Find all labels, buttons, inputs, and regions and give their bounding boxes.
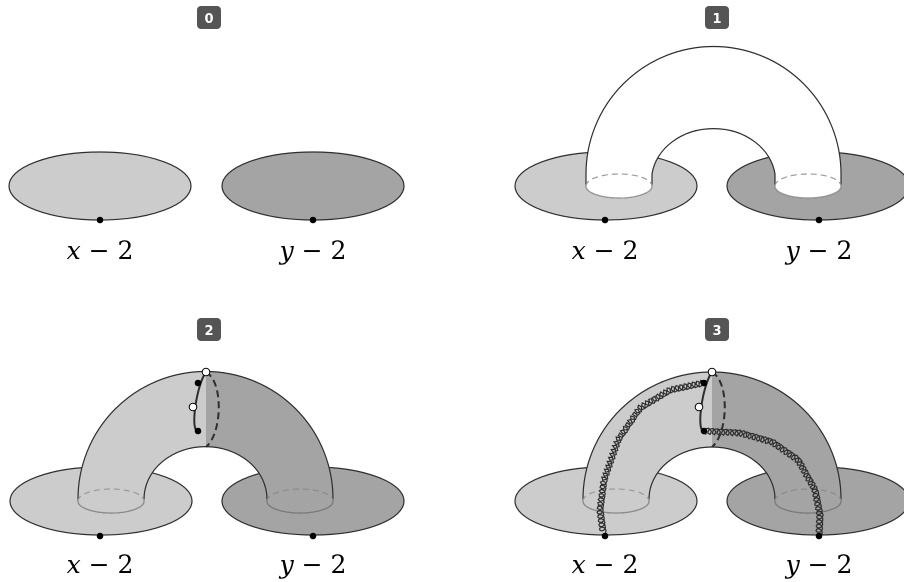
panel-0-left-disk: [8, 151, 192, 221]
panel-1-left-marked-point: [601, 216, 609, 224]
panel-3-left-marked-point: [601, 532, 609, 540]
panel-3-left-hole-front-rim: [582, 500, 650, 514]
panel-1-badge: [705, 6, 729, 29]
panel-1-right-hole-front-rim: [774, 185, 842, 199]
panel-3-cut-point-upper: [700, 379, 708, 387]
panel-0-left-var: x: [67, 236, 81, 265]
panel-1-tube-inner-edge: [651, 127, 776, 186]
panel-3-left-label: x − 2: [572, 550, 639, 579]
panel-3-right-hole-front-rim: [774, 500, 842, 514]
panel-1-badge-label: 1: [712, 12, 721, 27]
panel-2-badge-label: 2: [204, 324, 213, 339]
panel-2-right-label: y − 2: [279, 550, 347, 579]
panel-2-right-var: y: [279, 550, 295, 579]
panel-3-right-marked-point: [815, 532, 823, 540]
panel-0-right-var: y: [279, 236, 295, 265]
panel-1-right-marked-point: [815, 216, 823, 224]
panel-0-left-rest: − 2: [81, 236, 134, 265]
panel-2-tube-inner-edge: [143, 445, 268, 501]
panel-2-cut-point-top: [201, 367, 211, 377]
panel-3-left-rest: − 2: [586, 550, 639, 579]
panel-0-right-marked-point: [309, 216, 317, 224]
panel-1-right-rest: − 2: [800, 236, 853, 265]
panel-0-badge: [197, 6, 221, 29]
panel-3-coil-paths: [596, 379, 824, 538]
panel-1-right-label: y − 2: [785, 236, 853, 265]
panel-1-white-tube: [586, 46, 841, 198]
panel-1-right-var: y: [785, 236, 801, 265]
panel-2-tube-dark-half: [206, 372, 333, 513]
panel-3-badge: [705, 318, 729, 341]
panel-2-right-hole-front-rim: [266, 500, 334, 514]
panel-2-cut-point-upper: [194, 379, 202, 387]
panel-3: 3 x − 2 y − 2: [514, 318, 904, 579]
panel-3-left-coil-path: [596, 379, 704, 536]
panel-0: 0 x − 2 y − 2: [8, 6, 405, 265]
panel-2-left-hole-front-rim: [77, 500, 145, 514]
panel-3-left-var: x: [572, 550, 586, 579]
panel-0-right-disk: [221, 151, 405, 221]
panel-1: 1 x − 2 y − 2: [514, 6, 904, 265]
panel-2-right-rest: − 2: [294, 550, 347, 579]
panel-2-right-marked-point: [309, 532, 317, 540]
panel-3-right-label: y − 2: [785, 550, 853, 579]
panel-3-tube-light-half: [583, 372, 712, 513]
panel-2-left-marked-point: [96, 532, 104, 540]
panel-1-left-hole-front-rim: [585, 185, 653, 199]
panel-2-cut-point-middle: [188, 402, 198, 412]
panel-3-cut-point-top: [707, 367, 717, 377]
panel-2-left-label: x − 2: [67, 550, 134, 579]
panel-3-badge-label: 3: [712, 324, 721, 339]
panel-2: 2 x − 2 y − 2: [9, 318, 405, 579]
panel-3-cut-point-lower: [700, 427, 708, 435]
panel-3-right-coil-path: [702, 427, 824, 538]
panel-3-right-var: y: [785, 550, 801, 579]
panel-2-cut-hidden-arc: [205, 371, 220, 448]
panel-3-cut-point-middle: [694, 402, 704, 412]
panel-0-right-rest: − 2: [294, 236, 347, 265]
panel-3-cut-hidden-arc: [711, 371, 726, 448]
panel-2-tube-light-half: [78, 371, 206, 513]
panel-0-left-label: x − 2: [67, 236, 134, 265]
panel-2-left-rest: − 2: [81, 550, 134, 579]
panel-1-tube-outer-edge: [585, 45, 842, 186]
panel-0-left-marked-point: [96, 216, 104, 224]
panel-2-cut-point-lower: [194, 427, 202, 435]
panel-1-left-label: x − 2: [572, 236, 639, 265]
panel-0-right-label: y − 2: [279, 236, 347, 265]
panel-2-badge: [197, 318, 221, 341]
panel-0-badge-label: 0: [204, 12, 213, 27]
panel-1-left-rest: − 2: [586, 236, 639, 265]
panel-2-left-var: x: [67, 550, 81, 579]
panel-3-right-rest: − 2: [800, 550, 853, 579]
panel-1-left-var: x: [572, 236, 586, 265]
